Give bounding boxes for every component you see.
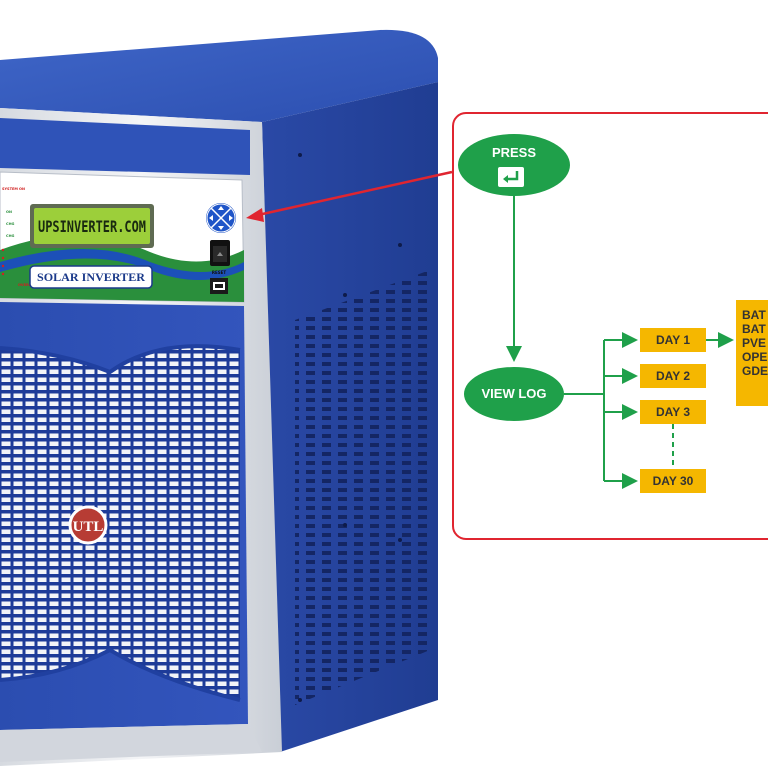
log-item: PVE [742,336,767,350]
day-30-box: DAY 30 [640,469,706,493]
svg-text:UTL: UTL [73,519,104,535]
status-label: SYSTEM ON [2,187,25,191]
day-3-box: DAY 3 [640,400,706,424]
up-arrow-icon[interactable] [218,206,224,210]
status-label: OVERHEAT [18,283,39,287]
enter-key-icon [498,167,524,187]
vent-grille [0,346,240,700]
day-1-box: DAY 1 [640,328,706,352]
brand-logo: UTL [68,505,108,545]
status-label: CHG [6,222,14,226]
reset-label: RESET [212,270,226,275]
cabinet-top [0,29,438,122]
log-item: OPE [742,350,768,364]
day-2-box: DAY 2 [640,364,706,388]
status-labels: SYSTEM ON ON CHG CHG OVERHEAT [2,187,39,287]
enter-key-icon[interactable] [229,215,233,221]
press-step: PRESS [458,134,570,196]
model-banner-text: SOLAR INVERTER [37,270,145,284]
press-label: PRESS [491,145,537,160]
log-flow-callout: PRESS VIEW LOG DAY 1 DAY 2 DAY 3 DAY 30 … [452,112,768,540]
navigation-keypad[interactable] [206,203,236,233]
log-detail-box: BAT BAT PVE OPE GDE [736,300,768,406]
left-arrow-icon[interactable] [209,215,213,221]
status-label: ON [6,210,12,214]
down-arrow-icon[interactable] [218,226,224,230]
status-label: CHG [6,234,14,238]
log-item: GDE [742,364,768,378]
lcd-text: UPSINVERTER.COM [38,217,146,236]
flow-connectors [506,196,734,489]
view-log-step: VIEW LOG [464,367,564,421]
lcd-screen [34,208,150,244]
log-item: BAT [742,308,766,322]
model-banner [29,265,153,289]
log-item: BAT [742,322,766,336]
